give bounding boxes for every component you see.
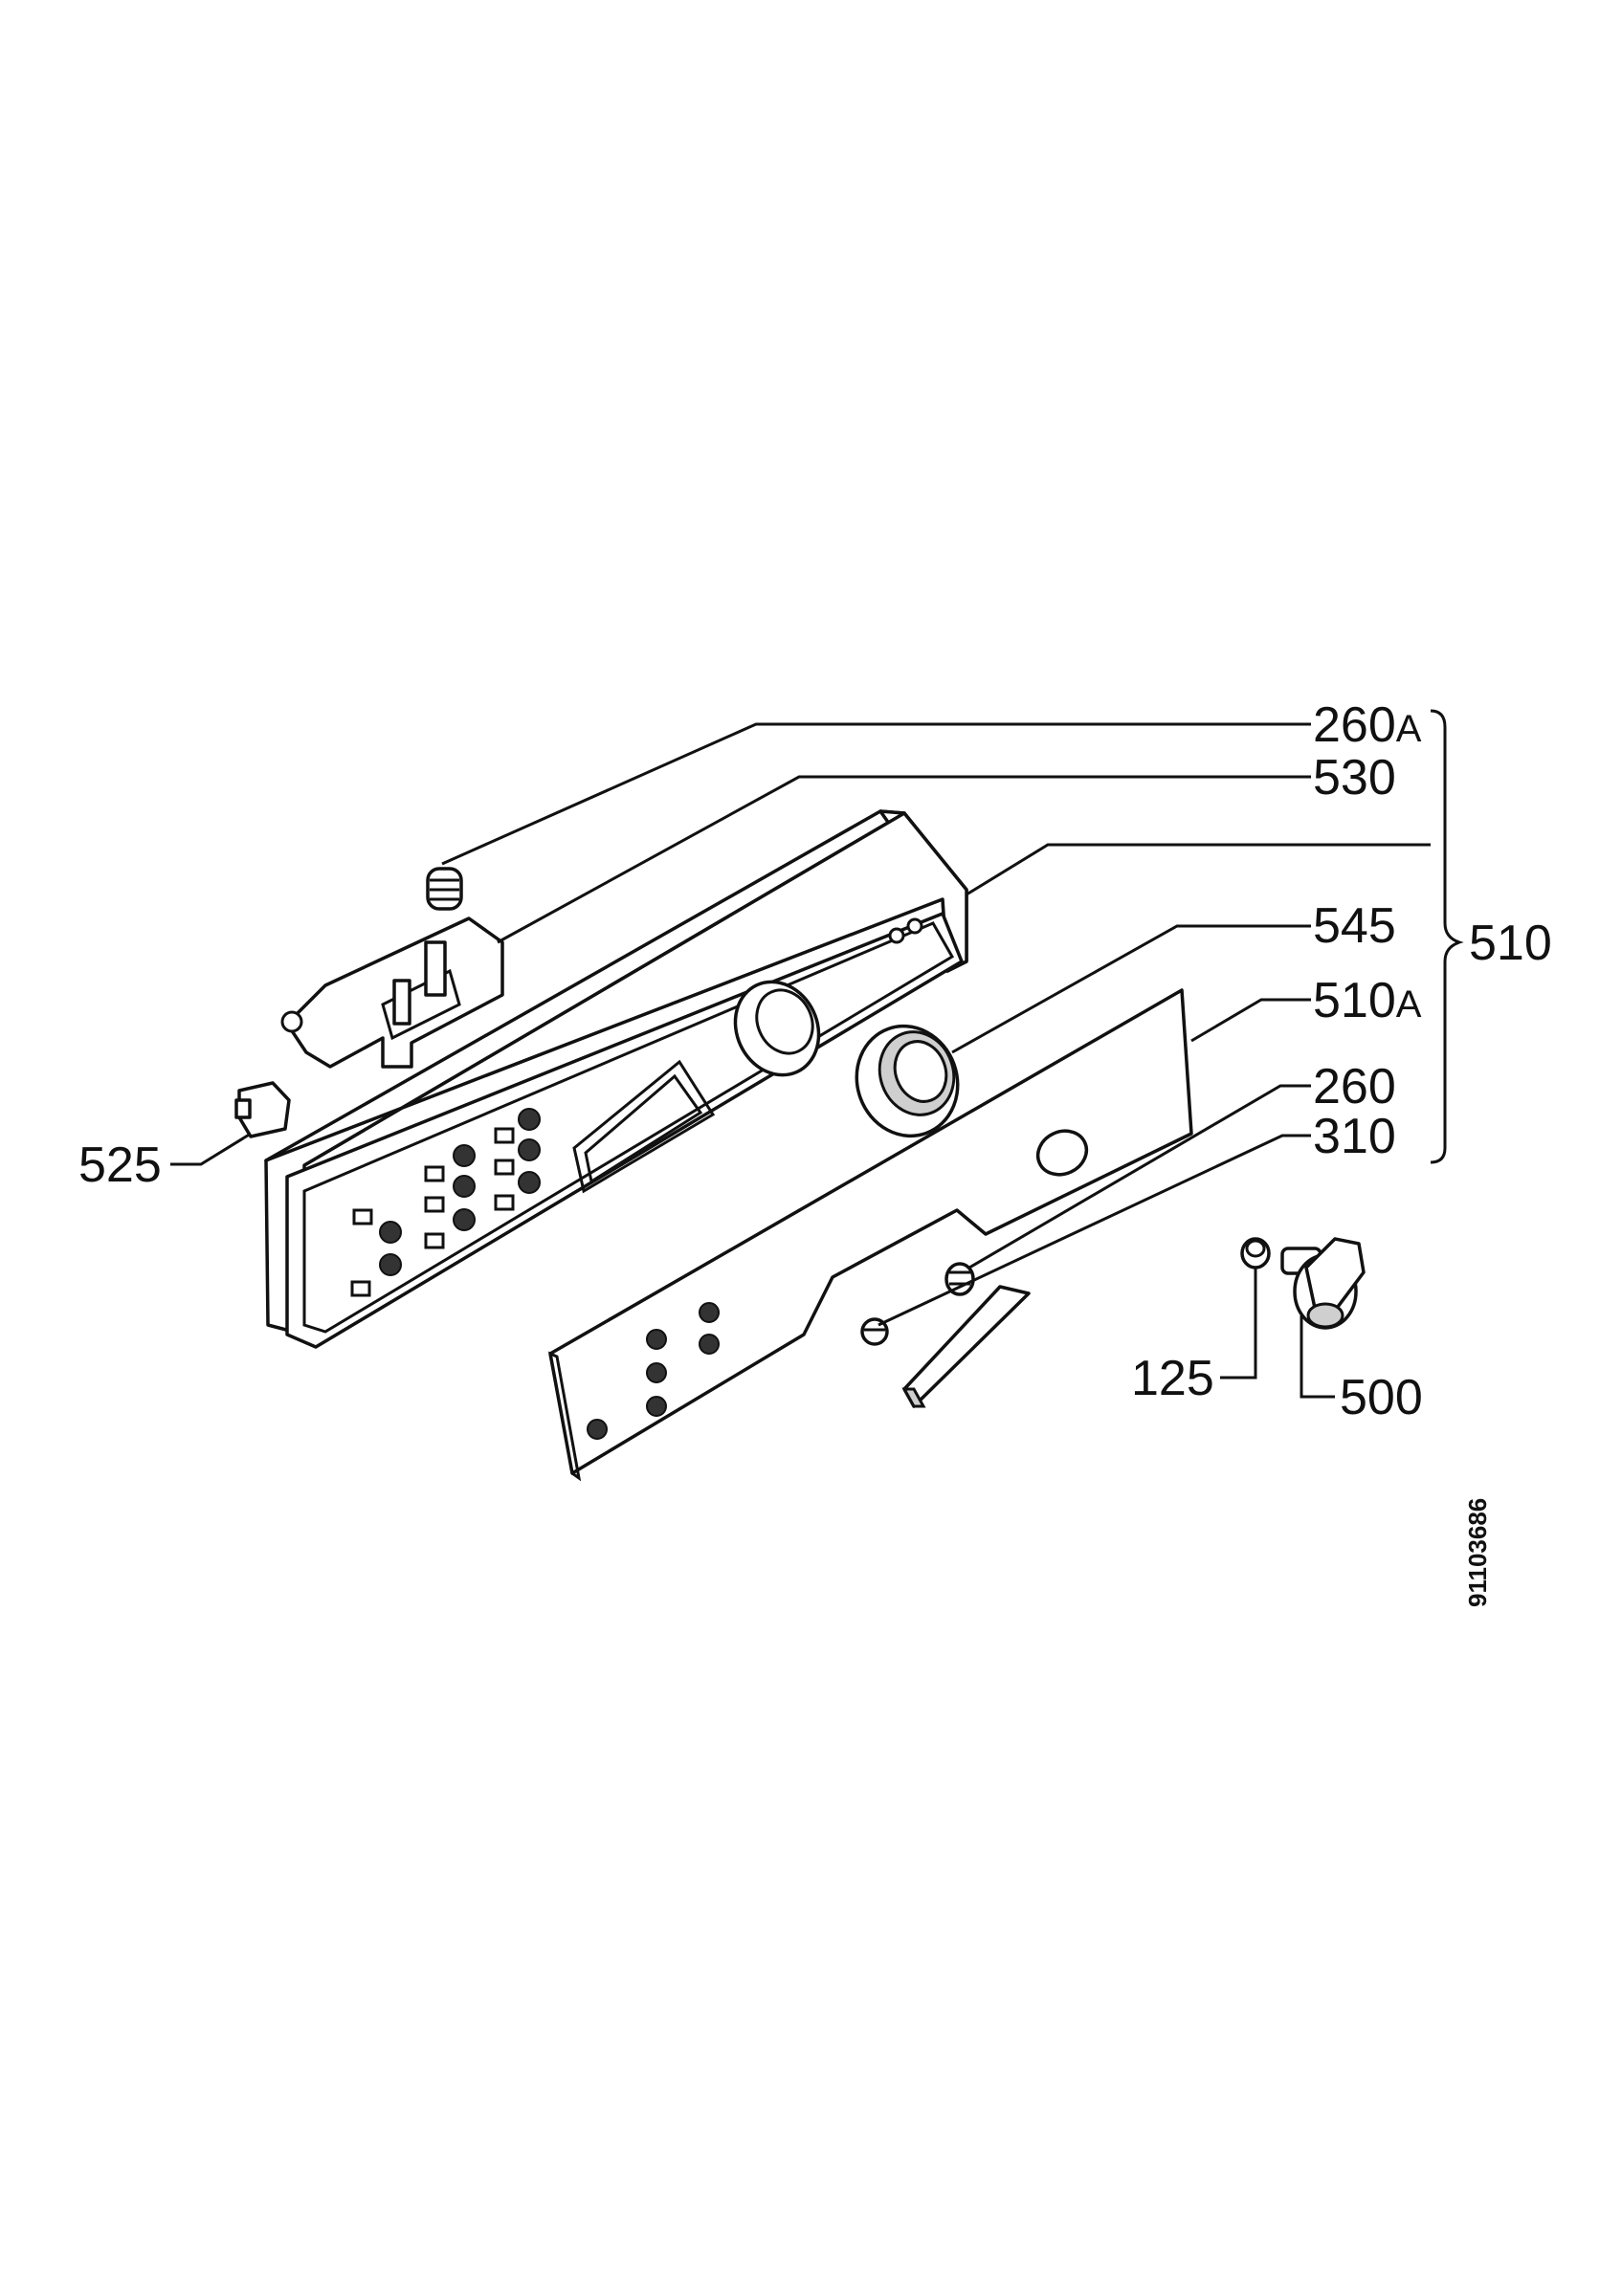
plastic-slide-piece: [901, 1285, 1031, 1408]
round-bezel: [855, 1024, 960, 1138]
mounting-bracket: [280, 916, 504, 1069]
spring-clip-310: [860, 1317, 889, 1346]
assembly-brace: [1430, 709, 1464, 1164]
fascia-holes: [587, 1302, 720, 1440]
label-510a: 510A: [1313, 973, 1422, 1028]
control-panel-housing: [264, 809, 968, 1349]
button-grid: [350, 1108, 541, 1297]
bushing-125: [1240, 1237, 1271, 1269]
label-525: 525: [78, 1137, 162, 1193]
label-500: 500: [1340, 1370, 1423, 1425]
leader-lines: [170, 722, 1431, 1399]
label-260a: 260A: [1313, 697, 1422, 753]
control-knob-500: [1280, 1237, 1366, 1330]
connector-525: [234, 1081, 291, 1138]
label-545: 545: [1313, 898, 1396, 954]
drawing-number: 91103686: [1463, 1498, 1492, 1607]
label-510: 510: [1469, 916, 1552, 971]
label-530: 530: [1313, 750, 1396, 806]
front-fascia-plate: [548, 988, 1193, 1482]
knurled-knob-260a: [426, 867, 463, 911]
label-260: 260: [1313, 1059, 1396, 1115]
label-125: 125: [1131, 1351, 1214, 1406]
label-310: 310: [1313, 1109, 1396, 1164]
